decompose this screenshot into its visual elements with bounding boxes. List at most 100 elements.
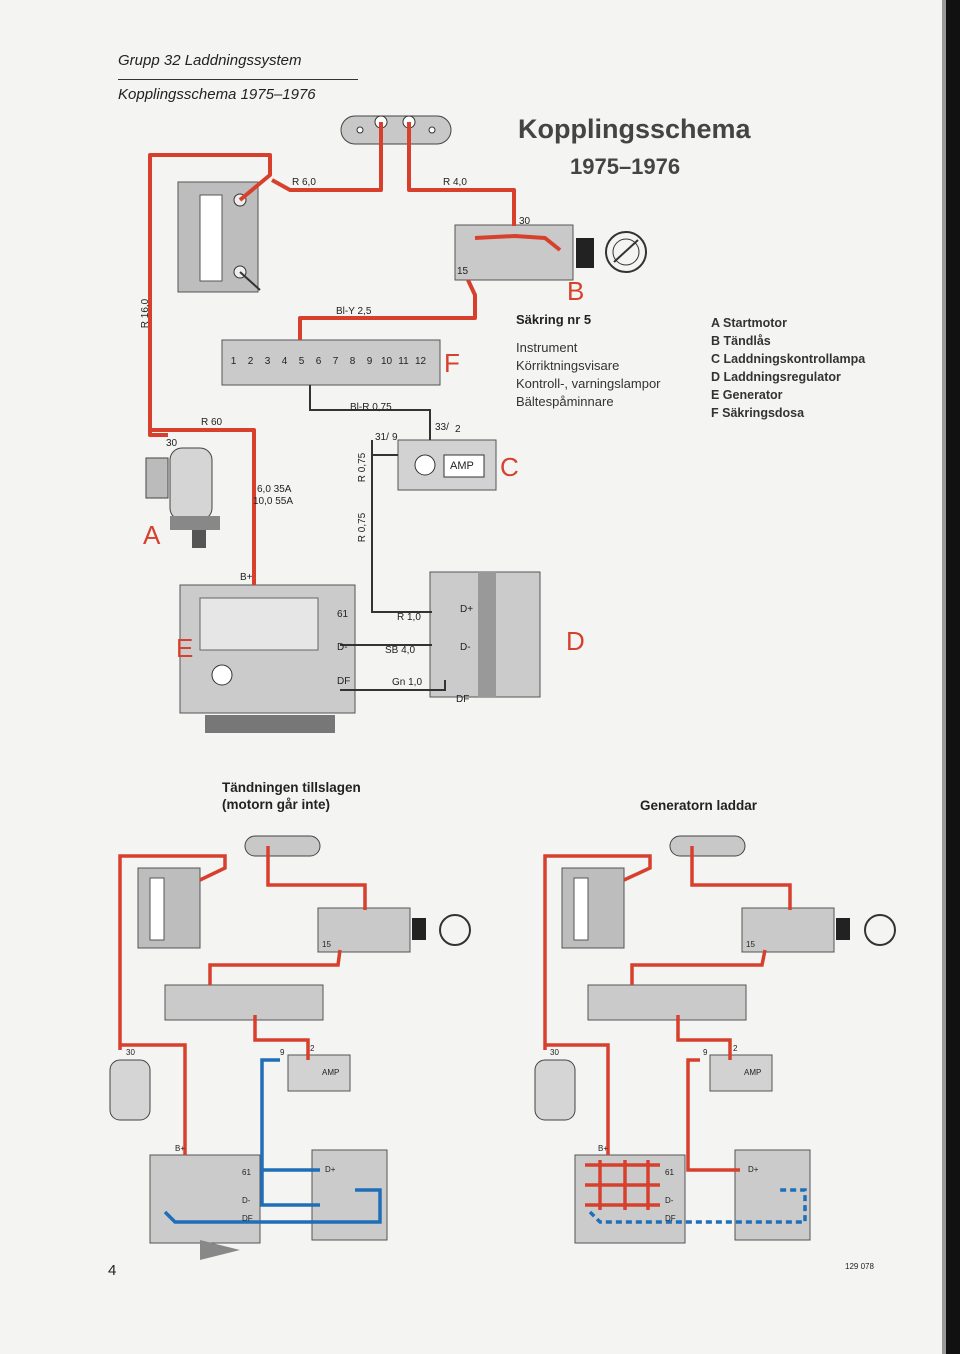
legend-item: D Laddningsregulator <box>711 370 841 384</box>
terminal-df-gen: DF <box>337 676 351 687</box>
small-left-d-minus: D- <box>242 1196 251 1205</box>
small-left-amp: AMP <box>322 1068 340 1077</box>
legend-item: C Laddningskontrollampa <box>711 352 866 366</box>
fuse-number: 5 <box>298 356 305 367</box>
small-right-df: DF <box>665 1214 676 1223</box>
fuse-number: 11 <box>398 356 409 367</box>
fuse-number: 12 <box>415 356 427 367</box>
fuse-number: 7 <box>332 356 339 367</box>
wire-label-r40: R 4,0 <box>443 177 467 188</box>
fusible-link-connector <box>340 115 452 145</box>
black-wires <box>239 271 446 691</box>
small-diagram-generator-charging <box>534 835 896 1244</box>
terminal-30-starter: 30 <box>166 438 178 449</box>
page-edge <box>946 0 960 1354</box>
wire-label-bly: Bl-Y 2,5 <box>336 306 372 317</box>
fuse-number: 3 <box>264 356 271 367</box>
fuse-number: 1 <box>230 356 237 367</box>
diagram-years: 1975–1976 <box>570 154 681 179</box>
small-right-amp: AMP <box>744 1068 762 1077</box>
fuse-number: 6 <box>315 356 322 367</box>
caption-left-line1: Tändningen tillslagen <box>222 780 361 795</box>
legend-item: A Startmotor <box>711 316 787 330</box>
letter-e: E <box>176 633 194 663</box>
small-left-t9: 9 <box>280 1048 285 1057</box>
letter-a: A <box>143 520 161 550</box>
small-left-t2: 2 <box>310 1044 315 1053</box>
terminal-df-reg: DF <box>456 694 470 705</box>
fuse-info-item: Bältespåminnare <box>516 394 614 409</box>
legend-item: B Tändlås <box>711 334 771 348</box>
caption-left-line2: (motorn går inte) <box>222 797 330 812</box>
caption-right: Generatorn laddar <box>640 798 758 813</box>
small-left-b-plus: B+ <box>175 1144 186 1153</box>
terminal-d-minus-gen: D- <box>337 642 348 653</box>
small-right-b-plus: B+ <box>598 1144 609 1153</box>
small-left-d-plus: D+ <box>325 1165 336 1174</box>
terminal-2: 2 <box>455 424 461 435</box>
legend-item: F Säkringsdosa <box>711 406 805 420</box>
terminal-33: 33/ <box>435 422 449 433</box>
starter-motor <box>145 447 220 548</box>
wire-label-r160: R 16,0 <box>140 298 152 329</box>
amp-label: AMP <box>450 460 474 472</box>
wire-label-r075-b: R 0,75 <box>357 512 369 543</box>
terminal-d-minus-reg: D- <box>460 642 471 653</box>
small-right-t30: 30 <box>550 1048 559 1057</box>
terminal-31: 31/ <box>375 432 389 443</box>
fuse-info-title: Säkring nr 5 <box>516 312 592 327</box>
fuse-number: 4 <box>281 356 288 367</box>
small-right-t2: 2 <box>733 1044 738 1053</box>
terminal-15: 15 <box>457 266 469 277</box>
wire-label-r60-left: R 60 <box>201 417 223 428</box>
section-subtitle: Kopplingsschema 1975–1976 <box>118 86 316 103</box>
generator <box>179 584 356 733</box>
small-diagram-ignition-on <box>109 835 471 1260</box>
letter-d: D <box>566 626 585 656</box>
diagram-title: Kopplingsschema <box>518 114 751 144</box>
fuse-info-item: Instrument <box>516 340 578 355</box>
letter-f: F <box>444 348 460 378</box>
small-right-d-minus: D- <box>665 1196 674 1205</box>
terminal-61: 61 <box>337 609 349 620</box>
wire-label-r10: R 1,0 <box>397 612 421 623</box>
terminal-d-plus: D+ <box>460 604 474 615</box>
red-wires <box>148 122 562 585</box>
fuse-info-item: Körriktningsvisare <box>516 358 620 373</box>
fuse-number: 9 <box>366 356 373 367</box>
terminal-30-ignition: 30 <box>519 216 531 227</box>
wire-label-sb40: SB 4,0 <box>385 645 416 656</box>
fuse-number: 8 <box>349 356 356 367</box>
wire-label-blr: Bl-R 0,75 <box>350 402 392 413</box>
small-right-t9: 9 <box>703 1048 708 1057</box>
fuse-number-row: 1 2 3 4 5 6 7 8 9 10 11 12 <box>228 356 426 367</box>
terminal-9: 9 <box>392 432 398 443</box>
charge-lamp-panel <box>397 439 497 491</box>
page-number: 4 <box>108 1262 117 1279</box>
page-edge-shadow <box>942 0 946 1354</box>
header-rule <box>118 79 358 80</box>
rating-line1: 6,0 35A <box>257 484 292 495</box>
fuse-number: 2 <box>247 356 254 367</box>
small-left-df: DF <box>242 1214 253 1223</box>
legend-item: E Generator <box>711 388 783 402</box>
terminal-b-plus: B+ <box>240 572 253 583</box>
section-header: Grupp 32 Laddningssystem <box>118 52 302 69</box>
small-left-t30: 30 <box>126 1048 135 1057</box>
wire-label-r075-a: R 0,75 <box>357 452 369 483</box>
wire-label-gn10: Gn 1,0 <box>392 677 423 688</box>
regulator <box>429 571 541 698</box>
small-right-d-plus: D+ <box>748 1165 759 1174</box>
fuse-info-item: Kontroll-, varningslampor <box>516 376 661 391</box>
ignition-switch <box>454 224 647 281</box>
wire-label-r60-top: R 6,0 <box>292 177 316 188</box>
figure-code: 129 078 <box>845 1262 874 1271</box>
rating-line2: 10,0 55A <box>253 496 294 507</box>
letter-b: B <box>567 276 585 306</box>
letter-c: C <box>500 452 519 482</box>
fuse-number: 10 <box>381 356 393 367</box>
small-right-t15: 15 <box>746 940 755 949</box>
fuse-box <box>221 339 441 386</box>
small-right-t61: 61 <box>665 1168 674 1177</box>
